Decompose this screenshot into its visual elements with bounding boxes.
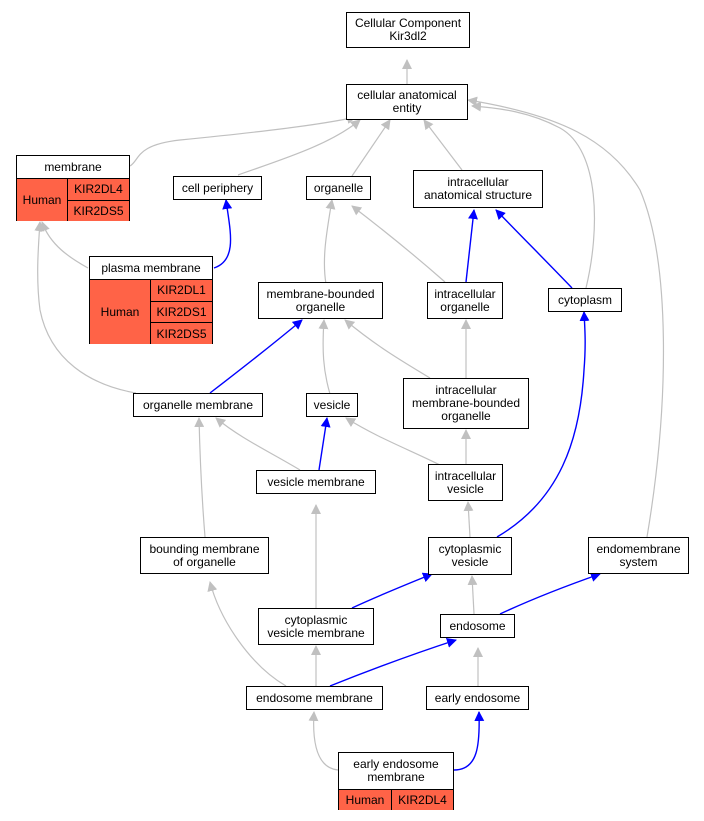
gene-annotation-table: Human KIR2DL4 [339,790,453,810]
node-endomembrane-system[interactable]: endomembrane system [588,537,689,574]
edge-cvesicle-to-cytoplasm [496,311,590,538]
edge-endosome-to-cvesicle [467,575,478,615]
gene-cell[interactable]: KIR2DS1 [151,302,212,324]
node-vesicle[interactable]: vesicle [306,393,358,417]
node-early-endosome-membrane[interactable]: early endosome membrane Human KIR2DL4 [338,752,454,810]
species-cell: Human [339,790,392,810]
edge-plasmamembrane-to-membrane [40,221,89,269]
edge-cvesicle-to-ivesicle [463,501,474,538]
node-organelle-membrane[interactable]: organelle membrane [133,393,263,417]
edge-intorg-to-organelle [351,205,446,283]
gene-list: KIR2DL4 KIR2DS5 [68,179,129,221]
node-intracellular-membrane-bounded-organelle[interactable]: intracellular membrane-bounded organelle [403,378,529,429]
edge-organelle-to-cae [351,119,391,177]
node-intracellular-vesicle[interactable]: intracellular vesicle [428,464,503,501]
edge-ivesicle-to-vesicle [345,417,441,466]
node-intracellular-organelle[interactable]: intracellular organelle [427,282,503,319]
node-title: membrane [17,156,129,179]
node-vesicle-membrane[interactable]: vesicle membrane [256,470,376,494]
edge-endomem-to-endosome [329,638,457,687]
edge-orgmem-to-mbo [209,319,303,394]
node-organelle[interactable]: organelle [306,176,371,200]
edge-eem-to-endomem [308,711,339,771]
node-bounding-membrane-of-organelle[interactable]: bounding membrane of organelle [140,537,269,574]
edge-cvm-to-cvesicle [351,572,433,609]
node-membrane-bounded-organelle[interactable]: membrane-bounded organelle [258,282,383,319]
node-cytoplasm[interactable]: cytoplasm [548,288,622,312]
edge-orgmembrane-to-membrane [34,221,137,394]
node-cytoplasmic-vesicle-membrane[interactable]: cytoplasmic vesicle membrane [258,608,374,645]
node-title: early endosome membrane [339,753,453,790]
species-cell: Human [90,280,151,344]
edge-vesmem-to-vesicle [318,417,331,471]
node-endosome[interactable]: endosome [440,614,515,638]
edge-vesicle-to-mbo [318,319,331,395]
edge-plasmamembrane-to-cellperiphery [213,199,233,269]
gene-cell[interactable]: KIR2DS5 [156,326,207,341]
node-cellular-anatomical-entity[interactable]: cellular anatomical entity [346,84,468,120]
node-title: plasma membrane [90,257,212,280]
edge-vesmem-to-orgmem [215,417,301,471]
node-intracellular-anatomical-structure[interactable]: intracellular anatomical structure [413,170,543,208]
gene-list: KIR2DL1 KIR2DS1 KIR2DS5 [151,280,212,344]
edge-cytoplasm-to-ias [495,209,573,289]
species-cell: Human [17,179,68,221]
edge-ias-to-cae [423,119,463,171]
edge-bmo-to-orgmem [194,417,206,538]
gene-list: KIR2DL4 [392,790,453,810]
edge-intorg-to-ias [465,209,478,283]
edge-endomembrane-to-cae [467,96,665,538]
edge-cellperiphery-to-cae [237,119,361,176]
edge-endosome-to-endomembrane [499,572,601,615]
gene-annotation-table: Human KIR2DL4 KIR2DS5 [17,179,129,221]
edge-cytoplasm-to-cae [471,101,596,289]
gene-cell[interactable]: KIR2DL4 [68,179,129,201]
edge-membrane-to-cae [129,114,357,167]
edge-eem-to-earlyendo [453,711,485,771]
node-plasma-membrane[interactable]: plasma membrane Human KIR2DL1 KIR2DS1 KI… [89,256,213,344]
node-cellular-component[interactable]: Cellular Component Kir3dl2 [346,12,470,48]
edge-mbo-to-organelle [323,199,336,285]
gene-annotation-table: Human KIR2DL1 KIR2DS1 KIR2DS5 [90,280,212,344]
edge-endomem-to-bmo [207,581,287,687]
node-cell-periphery[interactable]: cell periphery [173,176,262,200]
node-endosome-membrane[interactable]: endosome membrane [246,686,383,710]
node-early-endosome[interactable]: early endosome [426,686,529,710]
gene-cell[interactable]: KIR2DL1 [151,280,212,302]
gene-cell[interactable]: KIR2DL4 [398,793,447,807]
node-cytoplasmic-vesicle[interactable]: cytoplasmic vesicle [428,537,512,575]
gene-cell[interactable]: KIR2DS5 [73,203,124,218]
node-membrane[interactable]: membrane Human KIR2DL4 KIR2DS5 [16,155,130,221]
edge-imbo-to-mbo [344,319,431,379]
